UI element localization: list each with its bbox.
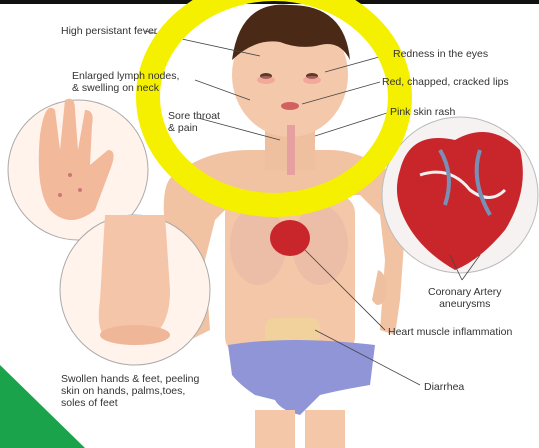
small-heart bbox=[270, 220, 310, 256]
label-rash: Pink skin rash bbox=[390, 106, 455, 118]
shorts bbox=[228, 340, 375, 415]
foot-inset bbox=[60, 215, 210, 365]
label-diarrhea: Diarrhea bbox=[424, 381, 464, 393]
label-lips: Red, chapped, cracked lips bbox=[382, 76, 509, 88]
label-hands-feet: Swollen hands & feet, peeling skin on ha… bbox=[61, 373, 199, 409]
label-sore-throat: Sore throat & pain bbox=[168, 110, 220, 134]
child-figure bbox=[164, 5, 407, 448]
label-lymph-nodes: Enlarged lymph nodes, & swelling on neck bbox=[72, 70, 179, 94]
foot-drawing bbox=[99, 215, 170, 340]
heart-inset bbox=[382, 117, 538, 273]
label-heart-inflammation: Heart muscle inflammation bbox=[388, 326, 512, 338]
label-fever: High persistant fever bbox=[61, 25, 157, 37]
lips bbox=[281, 102, 299, 110]
label-coronary-aneurysms: Coronary Artery aneurysms bbox=[428, 286, 502, 310]
label-red-eyes: Redness in the eyes bbox=[393, 48, 488, 60]
